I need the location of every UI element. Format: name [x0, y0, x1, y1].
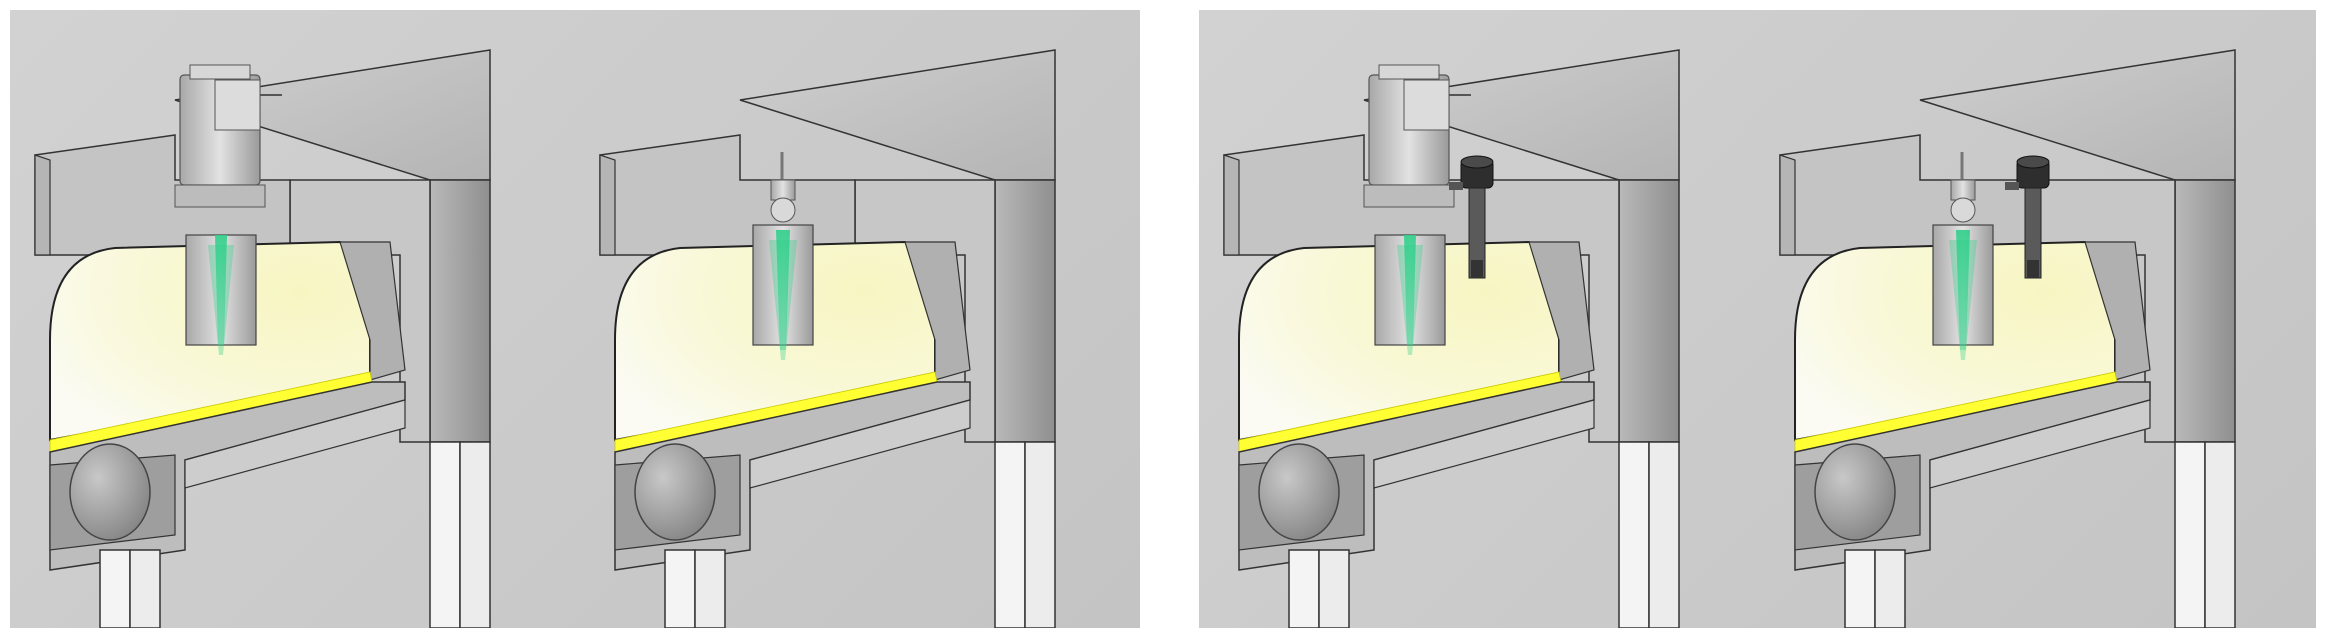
roller-icon: [1258, 443, 1340, 541]
scene-compact-sensor-with-probe: [1755, 10, 2312, 628]
sensor-icon: [752, 152, 814, 360]
scene-large-sensor: [10, 10, 567, 628]
diagram-panel-right: [1199, 10, 2316, 628]
scene-large-sensor-with-probe: [1199, 10, 1756, 628]
sensor-icon: [1932, 152, 1994, 360]
probe-icon: [2005, 155, 2050, 279]
roller-icon: [1814, 443, 1896, 541]
scene-compact-sensor: [575, 10, 1132, 628]
roller-icon: [69, 443, 151, 541]
probe-icon: [1449, 155, 1494, 279]
sensor-icon: [1363, 64, 1471, 355]
diagram-panel-left: [10, 10, 1140, 628]
sensor-icon: [174, 64, 282, 355]
roller-icon: [634, 443, 716, 541]
